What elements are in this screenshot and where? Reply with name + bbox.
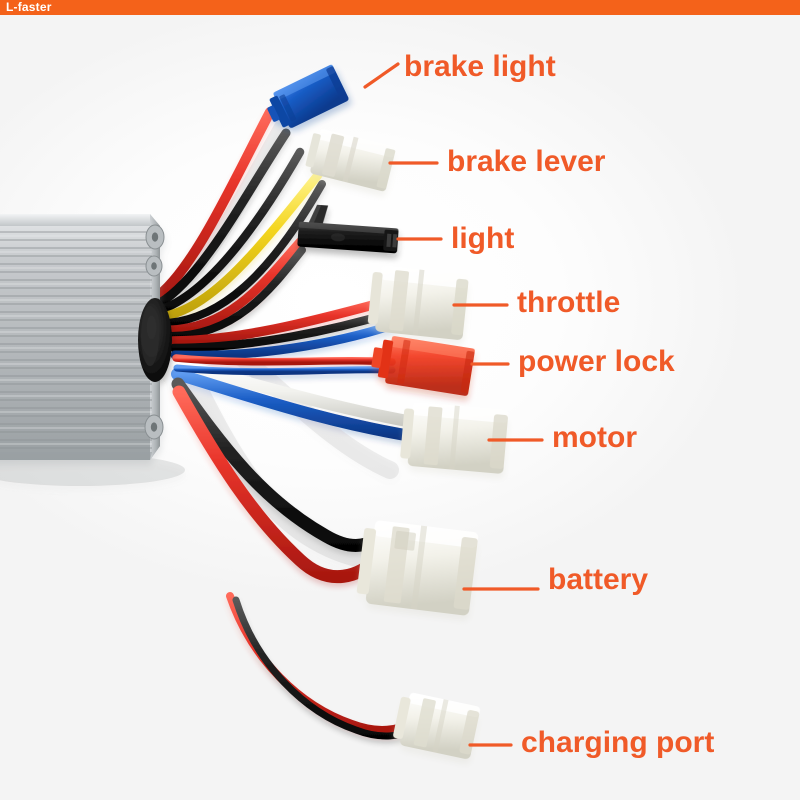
wire-black-brake-light (155, 128, 291, 308)
callout-label-brake-light: brake light (404, 50, 556, 83)
wire-red-light (165, 237, 305, 335)
wire-black-light (167, 246, 306, 340)
wire-blue-power-lock (173, 364, 396, 376)
wire-black-brake-lever (164, 180, 326, 327)
connector-battery (356, 520, 479, 616)
connector-throttle (367, 265, 469, 340)
callout-label-brake-lever: brake lever (447, 145, 606, 178)
controller-body (0, 214, 185, 486)
brand-banner: L-faster (0, 0, 800, 15)
connector-power-lock (371, 336, 475, 396)
connector-brake-lever (305, 129, 396, 192)
callout-label-charging-port: charging port (521, 726, 715, 759)
wire-red-brake-light (153, 107, 275, 301)
connector-charging-port (393, 692, 481, 759)
brand-title: L-faster (6, 0, 52, 14)
callout-label-power-lock: power lock (518, 345, 675, 378)
leader-line-brake-light (363, 62, 400, 89)
wire-red-power-lock (172, 354, 396, 366)
wire-black-secondary (158, 147, 305, 314)
mounting-tab (144, 224, 165, 440)
connector-light (297, 204, 399, 254)
callout-label-battery: battery (548, 563, 649, 596)
wire-red-battery (172, 385, 385, 584)
wire-blue-throttle (170, 319, 401, 360)
wire-red-throttle (168, 295, 397, 346)
callout-label-light: light (451, 222, 515, 255)
wire-blue-motor (171, 368, 430, 444)
cable-grommet (138, 298, 172, 382)
wire-yellow-brake-lever (161, 170, 323, 321)
wire-black-battery (171, 377, 385, 552)
callout-label-throttle: throttle (517, 286, 621, 319)
callout-label-motor: motor (552, 421, 637, 454)
wire-group (152, 102, 430, 740)
connector-motor (400, 402, 509, 474)
connector-brake-light (267, 64, 349, 128)
